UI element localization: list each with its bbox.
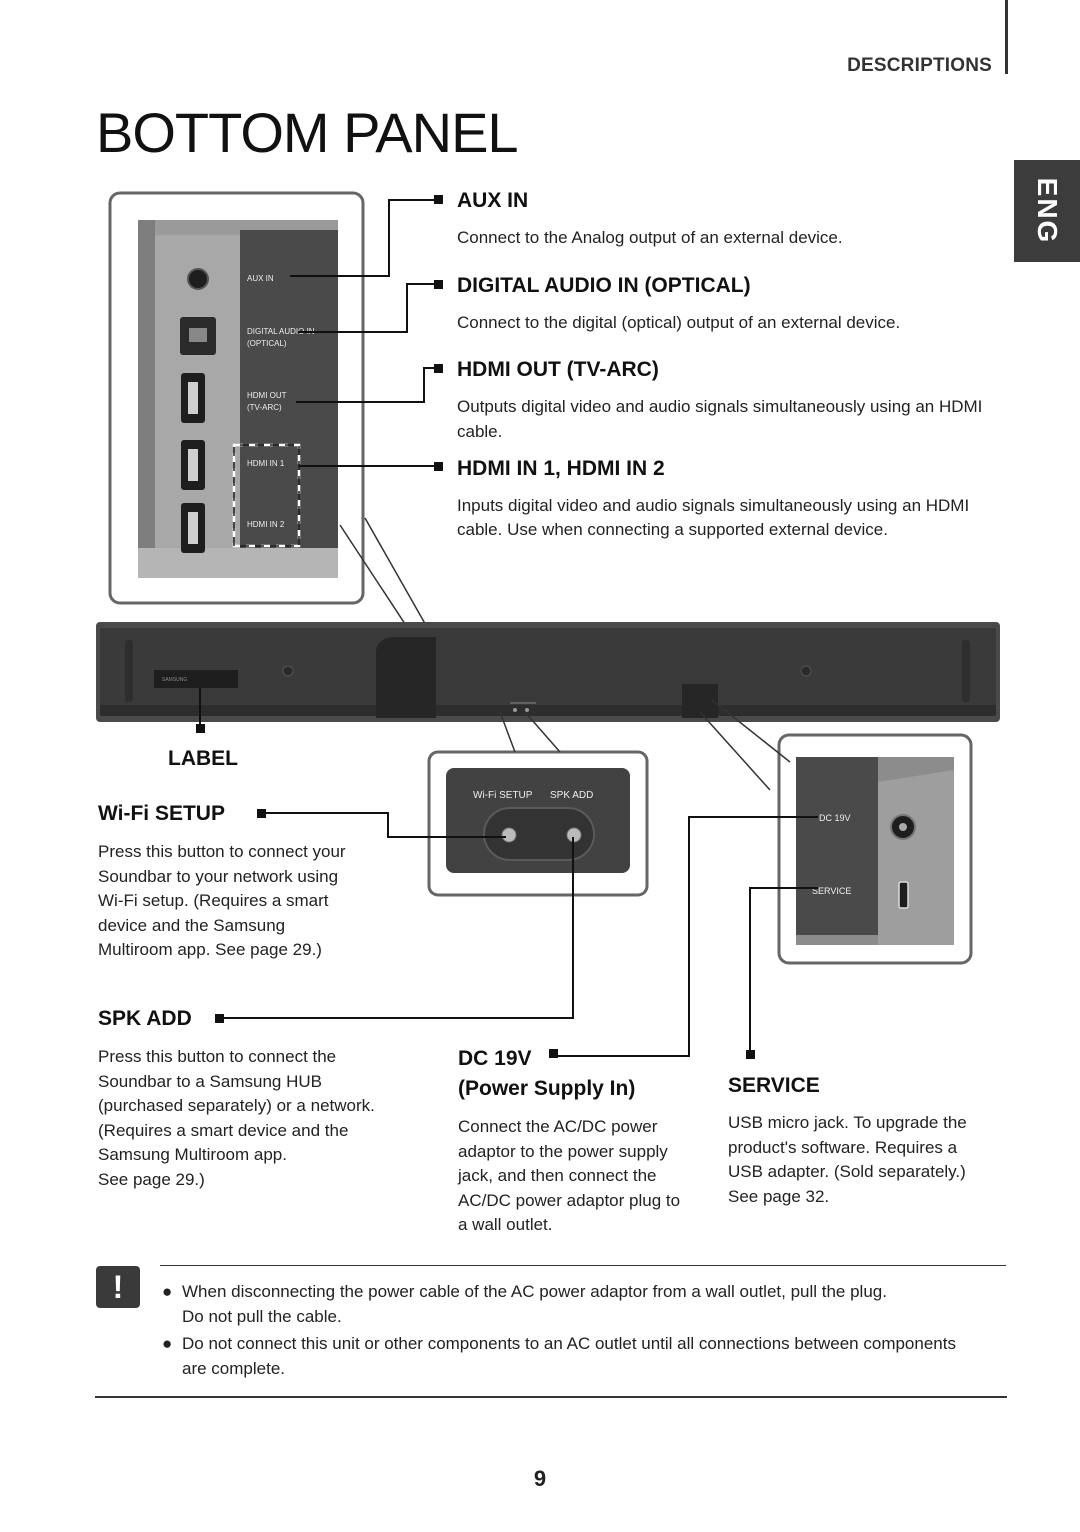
panel-label-dc19v: DC 19V [819,813,851,823]
page-title: BOTTOM PANEL [96,101,519,164]
panel-label-hdmi-out-2: (TV-ARC) [247,403,282,412]
optical-title: DIGITAL AUDIO IN (OPTICAL) [457,274,751,297]
header-divider [1005,0,1008,74]
wifi-setup-desc: Press this button to connect your Soundb… [98,842,346,959]
panel-label-optical-1: DIGITAL AUDIO IN [247,327,315,336]
panel-label-hdmi-in-1: HDMI IN 1 [247,459,285,468]
hdmi-out-desc-1: Outputs digital video and audio signals … [457,397,983,416]
dc19v-title-2: (Power Supply In) [458,1077,636,1100]
panel-label-optical-2: (OPTICAL) [247,339,287,348]
caution-icon: ! [96,1266,140,1308]
hdmi-in-desc-2: cable. Use when connecting a supported e… [457,520,888,539]
dc19v-desc: Connect the AC/DC power adaptor to the p… [458,1117,681,1234]
bullet-icon: ● [162,1334,173,1353]
aux-in-desc: Connect to the Analog output of an exter… [457,228,843,247]
service-desc: USB micro jack. To upgrade the product's… [728,1113,967,1206]
power-inset: DC 19V SERVICE [777,733,973,965]
bullet-icon: ● [162,1282,173,1301]
panel-label-aux-in: AUX IN [247,274,274,283]
bottom-panel-diagram: AUX IN DIGITAL AUDIO IN (OPTICAL) HDMI O… [96,191,1000,1059]
page-number: 9 [533,1466,547,1491]
optical-desc: Connect to the digital (optical) output … [457,313,901,332]
panel-label-service: SERVICE [812,886,851,896]
port-inset: AUX IN DIGITAL AUDIO IN (OPTICAL) HDMI O… [108,191,365,605]
aux-jack-icon [187,268,209,290]
panel-label-spk-add: SPK ADD [550,790,593,801]
aux-in-title: AUX IN [457,189,529,212]
label-title: LABEL [168,747,238,770]
hdmi-in-title: HDMI IN 1, HDMI IN 2 [457,457,665,480]
language-tab[interactable]: ENG [1014,160,1080,262]
section-label: DESCRIPTIONS [847,55,992,76]
brand-label-icon [154,670,238,688]
panel-label-hdmi-in-2: HDMI IN 2 [247,520,285,529]
service-title: SERVICE [728,1074,820,1097]
usb-port-icon [898,881,909,909]
dc19v-title-1: DC 19V [458,1047,532,1070]
hdmi-in-desc-1: Inputs digital video and audio signals s… [457,496,970,515]
buttons-inset: Wi-Fi SETUP SPK ADD [427,750,649,897]
wifi-setup-button-icon [501,827,517,843]
note-divider [160,1265,1006,1266]
hdmi-out-desc-2: cable. [457,422,503,441]
panel-label-wifi-setup: Wi-Fi SETUP [473,790,533,801]
footer-divider [95,1396,1007,1398]
wifi-setup-title: Wi-Fi SETUP [98,802,225,825]
soundbar-bottom-view: SAMSUNG [96,622,1000,722]
note-item: ● When disconnecting the power cable of … [162,1282,887,1326]
panel-label-hdmi-out-1: HDMI OUT [247,391,287,400]
note-item: ● Do not connect this unit or other comp… [162,1334,956,1378]
brand-label-text: SAMSUNG [162,677,187,683]
spk-add-title: SPK ADD [98,1007,192,1030]
spk-add-desc: Press this button to connect the Soundba… [98,1047,375,1189]
hdmi-out-title: HDMI OUT (TV-ARC) [457,358,659,381]
